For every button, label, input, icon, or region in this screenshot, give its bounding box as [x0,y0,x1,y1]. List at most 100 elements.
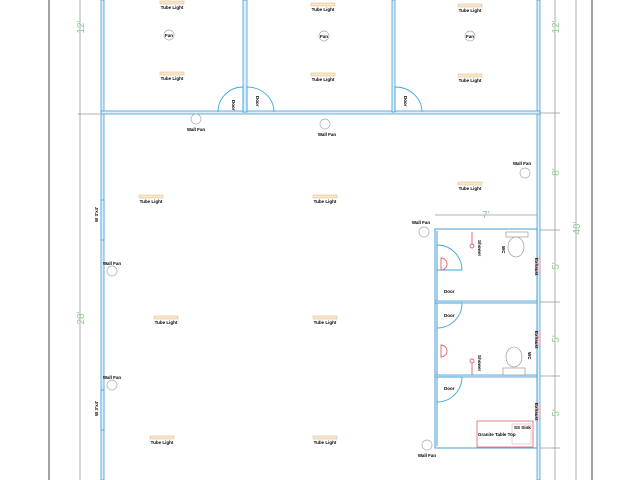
tube-light-icon [457,3,483,8]
tube-light-icon [159,71,185,76]
tube-light-label: Tube Light [314,320,337,325]
door-label: Door [255,96,260,107]
dim-toilet-3: 5' [551,409,562,417]
door-swing[interactable] [394,86,423,113]
toilet-block [434,228,538,449]
dim-right-top: 12' [551,20,562,33]
door-swing[interactable] [436,244,463,271]
tube-light-icon [457,181,483,186]
wall-divider-2 [391,0,396,113]
door-swing[interactable] [246,86,275,113]
sink-label: SS Sink [514,425,531,430]
exhaust-label: Exhaust [534,258,539,276]
wall-fan-label: Wall Fan [103,261,122,266]
tube-light-label: Tube Light [314,440,337,445]
wall-fan-label: Wall Fan [412,220,431,225]
tube-light-icon [153,315,179,320]
fan-icon [318,30,330,42]
window [100,389,105,431]
tube-light-icon [310,72,336,77]
exhaust-icon [536,402,541,419]
door-label: Door [444,386,455,391]
wall-fan-icon [418,226,430,238]
tube-light-icon [312,435,338,440]
dim-toilet-2: 5' [551,335,562,343]
tube-light-label: Tube Light [459,78,482,83]
window [100,199,105,241]
window-label: W 3'x4' [94,401,99,416]
tube-light-icon [159,0,185,5]
wall-fan-label: Wall Fan [418,453,437,458]
wall-fan-icon [519,167,531,179]
tube-light-label: Tube Light [459,186,482,191]
sink-icon [511,423,532,445]
tube-light-icon [138,194,164,199]
tube-light-label: Tube Light [314,199,337,204]
basin-icon [440,257,448,271]
exhaust-label: Exhaust [534,331,539,349]
wc-label: WC [501,246,506,254]
toilet-divider-2 [434,374,538,378]
tube-light-icon [457,73,483,78]
wall-fan-icon [190,113,202,125]
exhaust-icon [536,330,541,347]
wall-fan-icon [421,439,433,451]
tube-light-icon [312,315,338,320]
fan-label: Fan [165,33,173,38]
exhaust-icon [536,257,541,274]
toilet-fixtures: Shower WC Exhaust Shower WC Exhaust Exha… [440,231,541,448]
shower-label: Shower [477,355,482,372]
exhaust-label: Exhaust [534,403,539,421]
tube-light-icon [310,2,336,7]
wc-icon [507,236,525,258]
dim-right-mid: 8' [551,168,562,176]
wc-label: WC [527,352,532,360]
wall-fan-icon [106,379,118,391]
granite-table-top [476,420,534,448]
tube-light-label: Tube Light [155,320,178,325]
toilet-divider-1 [434,300,538,304]
tube-light-label: Tube Light [312,77,335,82]
tube-light-label: Tube Light [312,7,335,12]
wc-cistern [502,367,526,376]
tube-lights: Tube Light Tube Light Tube Light Tube Li… [138,0,483,445]
door-label: Door [444,313,455,318]
fan-icon [163,29,175,41]
dim-overall: 40' [572,221,583,234]
door-swing[interactable] [436,302,463,329]
door-label: Door [444,289,455,294]
shower-icon [469,358,475,364]
tube-light-icon [149,435,175,440]
door-label: Door [403,96,408,107]
dim-left-top: 12' [76,20,87,33]
door-swing[interactable] [436,376,463,403]
wall-top-rooms [100,110,541,115]
door-label: Door [231,100,236,111]
wall-fan-label: Wall Fan [103,375,122,380]
door-swing[interactable] [217,86,244,113]
fan-label: Fan [320,34,328,39]
shower-icon [469,243,475,249]
tube-light-label: Tube Light [459,8,482,13]
tube-light-label: Tube Light [161,5,184,10]
dim-toilet-1: 5' [551,262,562,270]
wall-fan-icon [319,118,331,130]
tube-light-label: Tube Light [161,76,184,81]
tube-light-icon [312,194,338,199]
shower-label: Shower [477,240,482,257]
basin-icon [440,344,448,358]
fan-label: Fan [466,34,474,39]
granite-label: Granite Table Top [478,432,516,437]
wc-cistern [505,231,529,238]
wall-fan-label: Wall Fan [513,161,532,166]
wall-divider-1 [242,0,248,113]
wall-fan-icon [106,265,118,277]
tube-light-label: Tube Light [151,440,174,445]
tube-light-label: Tube Light [140,199,163,204]
wall-fan-label: Wall Fan [318,132,337,137]
dim-toilet-width: 7' [482,210,490,221]
fan-icon [464,30,476,42]
dim-left-bottom: 28' [76,311,87,324]
window-label: W 3'x4' [94,207,99,222]
